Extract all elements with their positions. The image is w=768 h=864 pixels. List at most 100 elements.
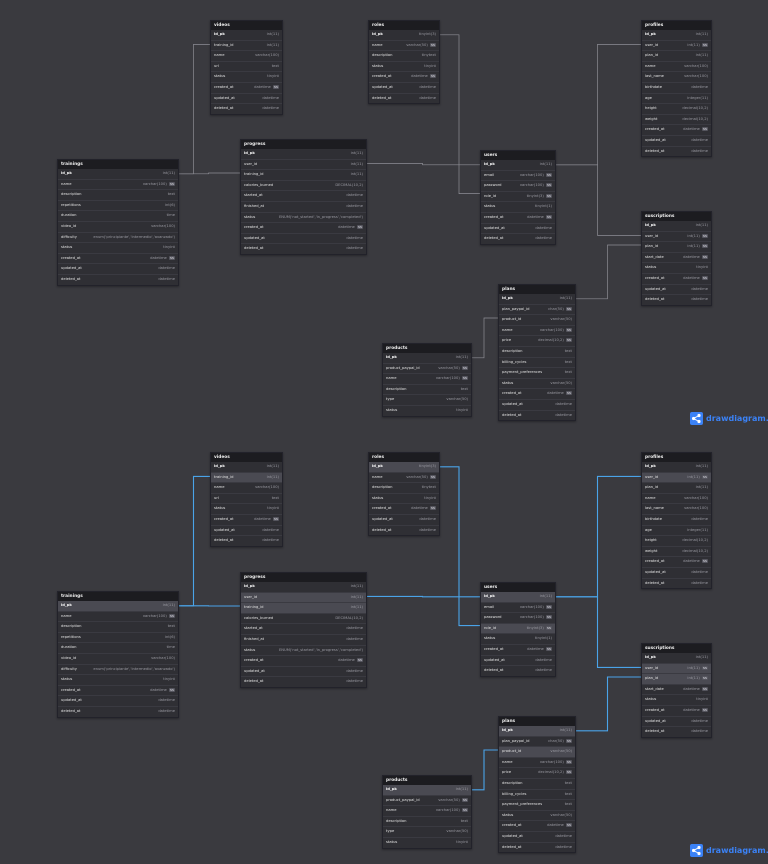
link-users-roles[interactable] (438, 34, 480, 194)
link-suscriptions-plans[interactable] (574, 244, 641, 300)
link-progress-users[interactable] (365, 163, 480, 166)
link-users-roles[interactable] (438, 466, 480, 627)
link-suscriptions-users[interactable] (554, 164, 641, 236)
link-suscriptions-users[interactable] (554, 596, 641, 668)
link-suscriptions-plans[interactable] (574, 676, 641, 732)
link-profiles-users[interactable] (554, 44, 641, 166)
